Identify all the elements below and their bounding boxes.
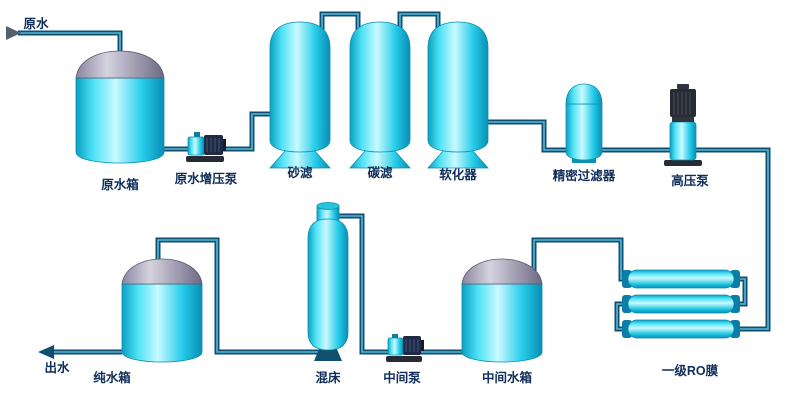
ro-membrane-stack	[622, 269, 740, 339]
outlet-arrow-icon	[38, 345, 54, 359]
label-ro-membrane: 一级RO膜	[662, 363, 719, 378]
hp-pump-motor-fins	[673, 92, 691, 115]
booster-pump-head	[187, 136, 205, 156]
softener-vessel	[427, 21, 489, 169]
intermediate-pump-nub	[392, 334, 398, 340]
pure-water-tank	[121, 258, 203, 363]
label-water-outlet: 出水	[44, 360, 70, 375]
label-carbon-filter: 碳滤	[367, 165, 393, 180]
label-sand-filter: 砂滤	[286, 165, 313, 180]
intermediate-tank-body	[461, 283, 543, 363]
mixed-bed-vessel	[307, 202, 349, 361]
booster-pump-motor	[204, 135, 223, 155]
pure-water-tank-body	[121, 283, 203, 363]
raw-water-tank	[75, 50, 165, 164]
intermediate-water-tank	[461, 258, 543, 363]
raw-water-tank-dome	[75, 50, 165, 79]
intermediate-pump-base	[386, 356, 422, 362]
label-high-pressure-pump: 高压泵	[671, 173, 709, 188]
sand-filter-body	[269, 21, 331, 153]
mixed-bed-body	[307, 218, 349, 351]
ro-membrane-tube-3	[627, 319, 735, 339]
label-pure-water-tank: 纯水箱	[93, 370, 131, 385]
mixed-bed-stand	[314, 347, 342, 361]
precision-filter-base	[572, 158, 596, 163]
hp-pump-base	[664, 160, 702, 166]
ro-membrane-tube-2	[627, 294, 735, 314]
booster-pump-motor-fins	[206, 138, 220, 152]
intermediate-pump	[386, 334, 424, 362]
hp-pump-cap	[677, 84, 689, 89]
label-raw-water: 原水	[23, 16, 49, 31]
booster-pump-nub	[194, 132, 200, 138]
hp-pump-collar	[672, 117, 694, 122]
booster-pump-base	[186, 156, 224, 162]
intermediate-tank-dome	[461, 258, 543, 285]
intermediate-pump-motor	[403, 336, 421, 355]
softener-skirt	[427, 149, 489, 169]
raw-water-booster-pump	[186, 132, 226, 162]
label-mixed-bed: 混床	[315, 370, 341, 385]
mixed-bed-neck-top	[316, 202, 340, 210]
raw-water-tank-body	[75, 77, 165, 164]
ro-membrane-tube-1	[627, 269, 735, 289]
label-intermediate-pump: 中间泵	[383, 370, 421, 385]
precision-filter-dome	[565, 83, 603, 105]
label-precision-filter: 精密过滤器	[553, 168, 616, 183]
carbon-filter-vessel	[349, 21, 411, 169]
precision-filter	[565, 83, 603, 163]
carbon-filter-body	[349, 21, 411, 153]
label-softener: 软化器	[439, 167, 477, 182]
intermediate-pump-head	[387, 337, 404, 356]
label-intermediate-tank: 中间水箱	[482, 370, 533, 385]
inlet-arrow-icon	[6, 26, 21, 40]
label-booster-pump: 原水增压泵	[175, 171, 238, 186]
precision-filter-body	[565, 103, 603, 161]
intermediate-pump-endcap	[421, 340, 424, 351]
sand-filter-vessel	[269, 21, 331, 169]
high-pressure-pump	[664, 84, 702, 166]
hp-pump-body	[669, 121, 697, 161]
pure-water-tank-dome	[121, 258, 203, 285]
softener-body	[427, 21, 489, 153]
intermediate-pump-motor-fins	[405, 339, 419, 352]
booster-pump-endcap	[223, 139, 226, 151]
label-raw-water-tank: 原水箱	[101, 177, 139, 192]
